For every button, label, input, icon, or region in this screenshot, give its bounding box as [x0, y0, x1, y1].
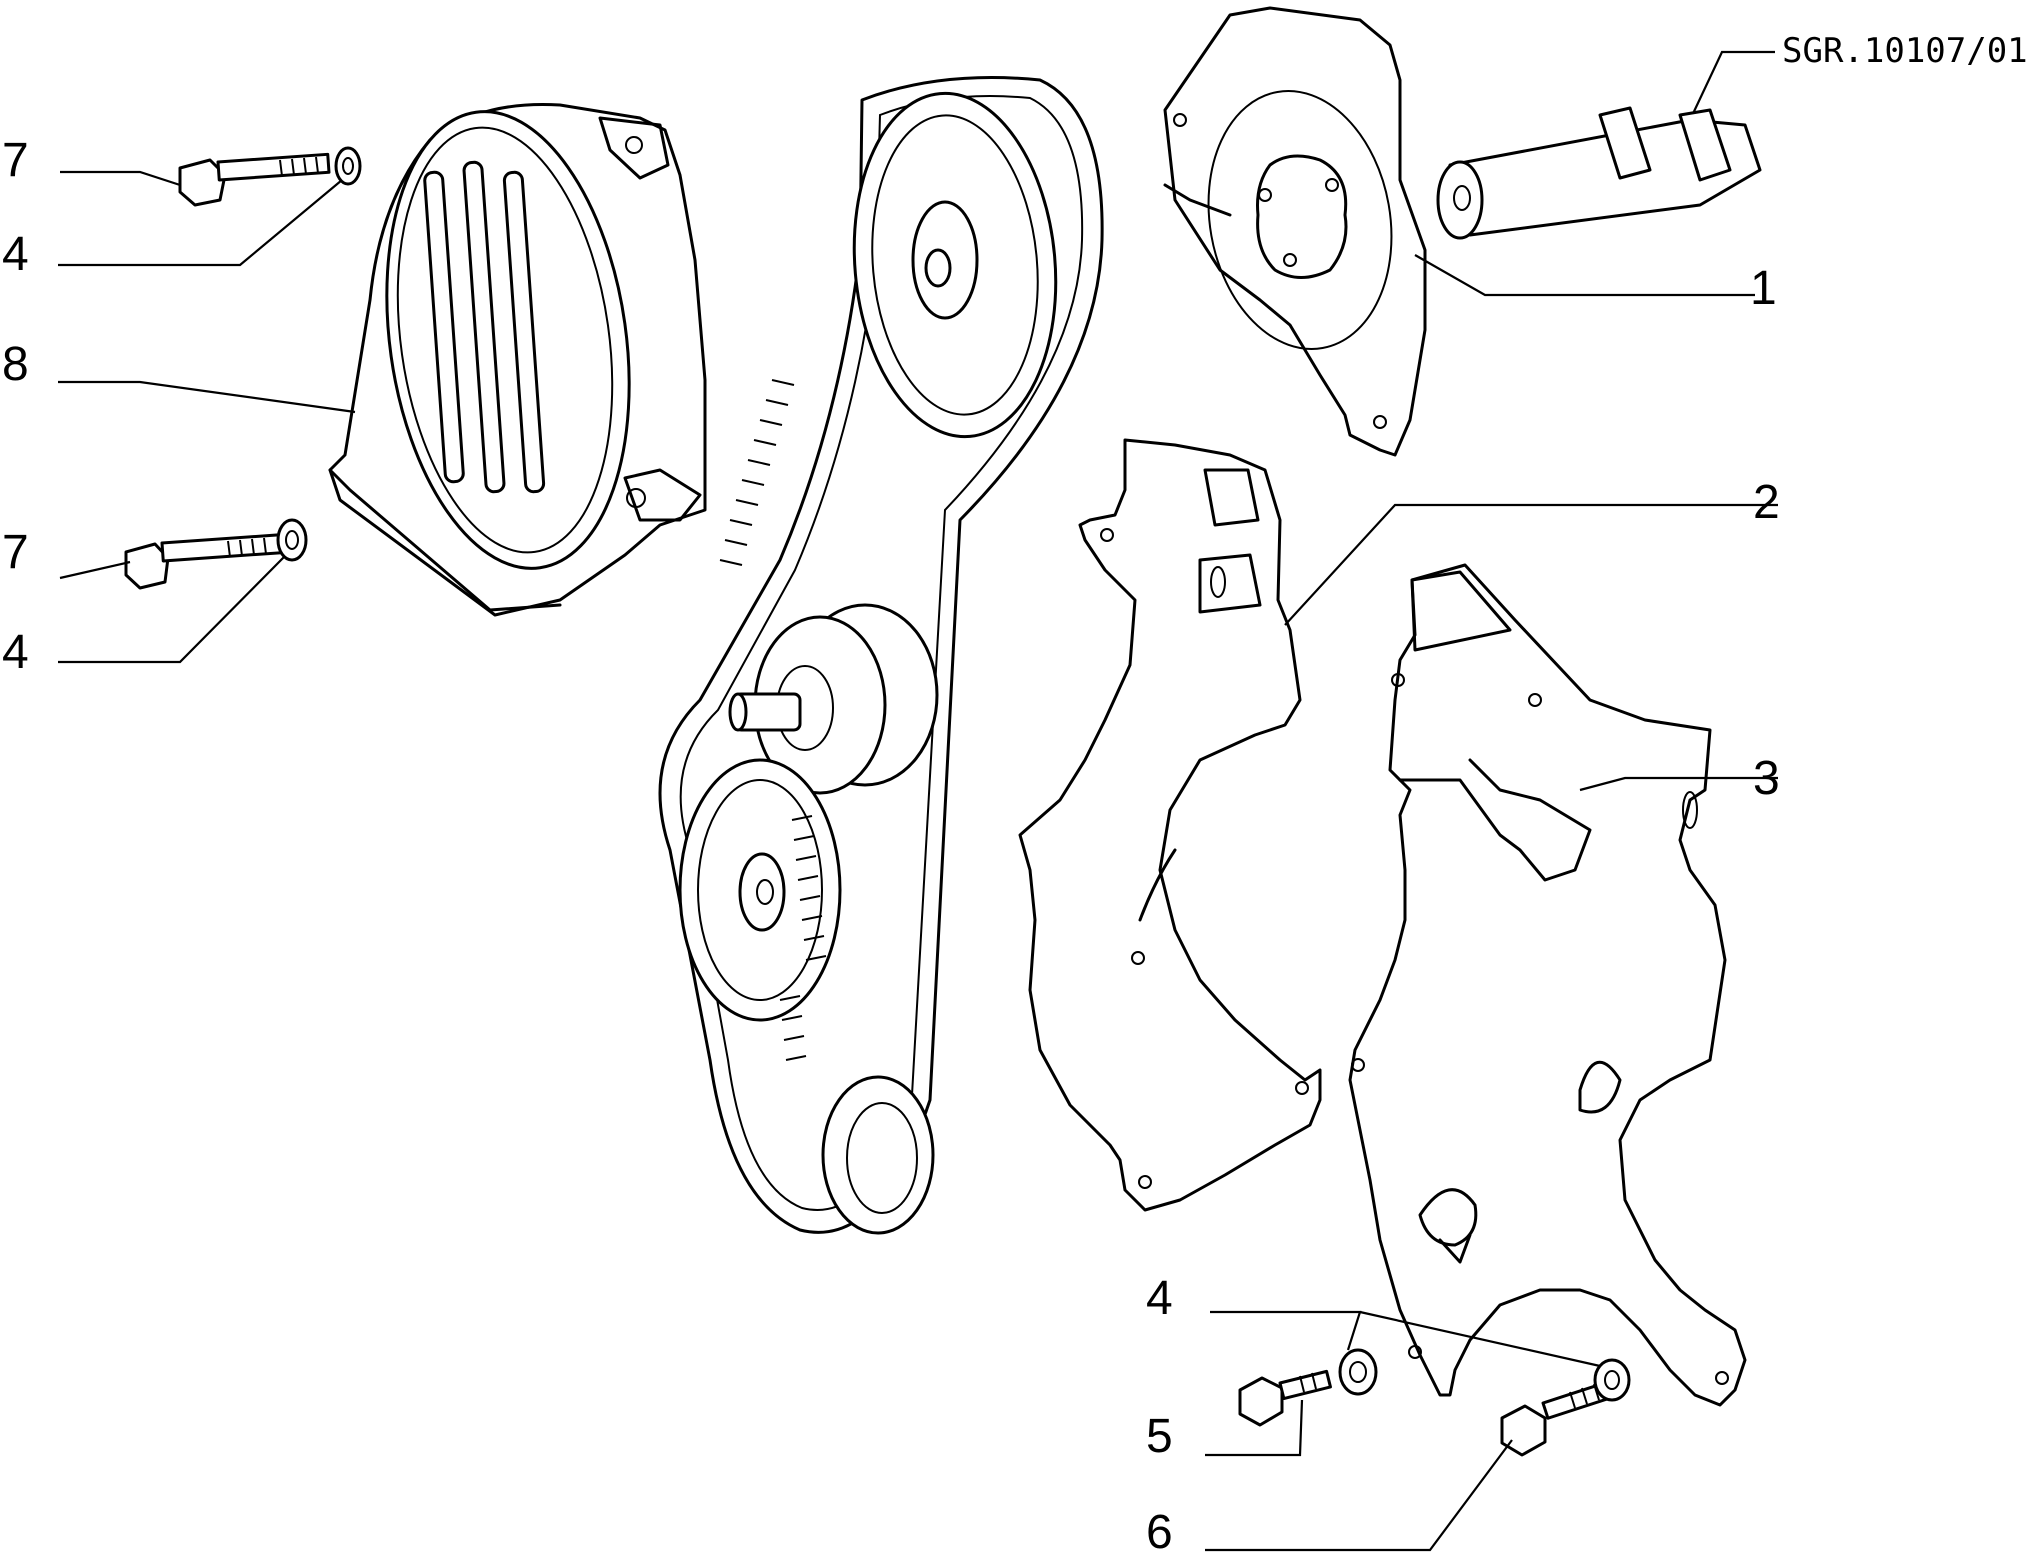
leader-4-bolt-5-washer [1210, 1310, 1362, 1351]
callout-1: 1 [1750, 262, 1777, 315]
bolt-6 [1500, 1378, 1621, 1457]
crankshaft-pulley [678, 758, 842, 1022]
leader-6 [1205, 1439, 1513, 1552]
callout-8: 8 [2, 338, 29, 391]
camshaft-pulley [852, 91, 1058, 439]
leader-5 [1205, 1399, 1304, 1457]
leader-camshaft [1689, 50, 1775, 121]
bolt-7-upper [178, 152, 331, 207]
leader-1 [1414, 254, 1755, 297]
callout-2: 2 [1753, 476, 1780, 529]
part-2-middle-cover [1018, 438, 1322, 1212]
washer-4-bolt-6 [1593, 1358, 1631, 1402]
belt-teeth [719, 379, 827, 1061]
washer-4-lower [276, 518, 308, 562]
callout-3: 3 [1753, 752, 1780, 805]
camshaft [1436, 106, 1762, 240]
leader-8 [58, 380, 356, 414]
callout-7-lower: 7 [2, 526, 29, 579]
leader-7-upper [60, 170, 181, 187]
drawing-reference-code: SGR.10107/01 [1782, 31, 2026, 71]
callout-5: 5 [1146, 1410, 1173, 1463]
tensioner-pulley [728, 603, 939, 795]
leader-3 [1579, 776, 1778, 792]
leader-7-lower [59, 560, 131, 580]
leader-4-bolt-6-washer [1359, 1310, 1601, 1368]
part-3-lower-cover [1348, 563, 1747, 1407]
callout-4-upper: 4 [2, 228, 29, 281]
leader-2 [1284, 503, 1778, 626]
washer-4-upper [334, 146, 362, 186]
bolt-5 [1238, 1369, 1332, 1427]
leader-4-lower [58, 555, 286, 664]
callout-4-bottom: 4 [1146, 1272, 1173, 1325]
bolt-7-lower [124, 533, 285, 590]
callout-6: 6 [1146, 1506, 1173, 1553]
leader-4-upper [58, 179, 343, 267]
part-8-upper-belt-cover [328, 102, 707, 617]
part-1-rear-cover-plate [1163, 6, 1427, 457]
washer-4-bolt-5 [1338, 1348, 1378, 1396]
idler-pulley-lower [821, 1075, 935, 1235]
callout-4-lower: 4 [2, 626, 29, 679]
callout-7-upper: 7 [2, 134, 29, 187]
